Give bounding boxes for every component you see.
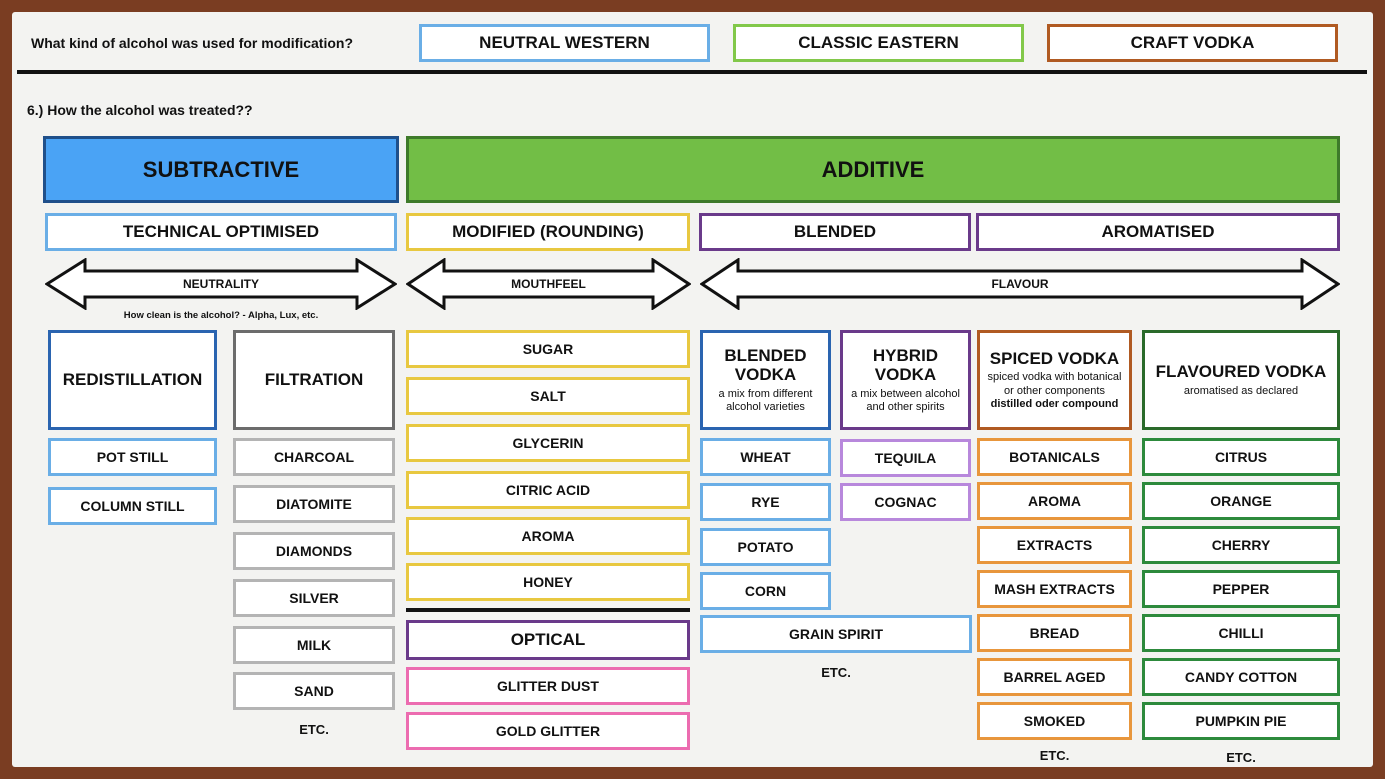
blended-vodka-desc: a mix from different alcohol varieties	[718, 387, 813, 414]
modified-item[interactable]: SUGAR	[406, 330, 690, 368]
modified-item[interactable]: SALT	[406, 377, 690, 415]
modified-item[interactable]: CITRIC ACID	[406, 471, 690, 509]
flavour-label: FLAVOUR	[991, 277, 1049, 291]
flavour-item[interactable]: CHERRY	[1142, 526, 1340, 564]
flavour-arrow	[700, 258, 1340, 310]
question-text: What kind of alcohol was used for modifi…	[31, 35, 354, 51]
redistillation-item[interactable]: POT STILL	[48, 438, 217, 476]
spiced-item[interactable]: EXTRACTS	[977, 526, 1132, 564]
option-neutral-western[interactable]: NEUTRAL WESTERN	[419, 24, 710, 62]
blended-vodka-title: BLENDED VODKA	[724, 345, 807, 385]
option-classic-eastern[interactable]: CLASSIC EASTERN	[733, 24, 1024, 62]
optical-item[interactable]: GLITTER DUST	[406, 667, 690, 705]
flavoured-vodka-title: FLAVOURED VODKA	[1155, 362, 1327, 382]
spiced-item[interactable]: BREAD	[977, 614, 1132, 652]
optical-item[interactable]: GOLD GLITTER	[406, 712, 690, 750]
optical-divider	[406, 608, 690, 612]
flavoured-vodka-desc: aromatised as declared	[1183, 384, 1299, 397]
blended-item[interactable]: RYE	[700, 483, 831, 521]
subtractive-header: SUBTRACTIVE	[43, 136, 399, 203]
header-divider	[17, 70, 1367, 74]
hybrid-vodka-desc: a mix between alcohol and other spirits	[851, 387, 960, 414]
option-craft-vodka[interactable]: CRAFT VODKA	[1047, 24, 1338, 62]
spiced-item[interactable]: BOTANICALS	[977, 438, 1132, 476]
hybrid-vodka-title: HYBRID VODKA	[872, 345, 939, 385]
flavour-item[interactable]: ORANGE	[1142, 482, 1340, 520]
hybrid-vodka-box: HYBRID VODKA a mix between alcohol and o…	[840, 330, 971, 430]
blended-category: BLENDED	[699, 213, 971, 251]
blended-etc: ETC.	[821, 665, 851, 680]
filtration-item[interactable]: DIAMONDS	[233, 532, 395, 570]
hybrid-item[interactable]: COGNAC	[840, 483, 971, 521]
neutrality-arrow	[45, 258, 397, 310]
spiced-item[interactable]: SMOKED	[977, 702, 1132, 740]
optical-box: OPTICAL	[406, 620, 690, 660]
spiced-vodka-desc: spiced vodka with botanical or other com…	[987, 371, 1122, 397]
filtration-item[interactable]: SAND	[233, 672, 395, 710]
flavour-item[interactable]: PEPPER	[1142, 570, 1340, 608]
flavoured-etc: ETC.	[1226, 750, 1256, 765]
flavoured-vodka-box: FLAVOURED VODKA aromatised as declared	[1142, 330, 1340, 430]
mouthfeel-arrow	[406, 258, 691, 310]
blended-item[interactable]: POTATO	[700, 528, 831, 566]
filtration-item[interactable]: SILVER	[233, 579, 395, 617]
blended-vodka-box: BLENDED VODKA a mix from different alcoh…	[700, 330, 831, 430]
modified-rounding: MODIFIED (ROUNDING)	[406, 213, 690, 251]
flavour-item[interactable]: PUMPKIN PIE	[1142, 702, 1340, 740]
additive-header: ADDITIVE	[406, 136, 1340, 203]
spiced-item[interactable]: BARREL AGED	[977, 658, 1132, 696]
cleanliness-note: How clean is the alcohol? - Alpha, Lux, …	[123, 310, 319, 321]
blended-item[interactable]: CORN	[700, 572, 831, 610]
modified-item[interactable]: AROMA	[406, 517, 690, 555]
flavour-item[interactable]: CITRUS	[1142, 438, 1340, 476]
mouthfeel-label: MOUTHFEEL	[511, 277, 586, 291]
spiced-vodka-desc-bold: distilled oder compound	[990, 397, 1119, 410]
spiced-vodka-title: SPICED VODKA	[989, 348, 1120, 368]
filtration-item[interactable]: CHARCOAL	[233, 438, 395, 476]
filtration-etc: ETC.	[299, 722, 329, 737]
redistillation-item[interactable]: COLUMN STILL	[48, 487, 217, 525]
spiced-item[interactable]: AROMA	[977, 482, 1132, 520]
spiced-etc: ETC.	[1039, 748, 1070, 763]
spiced-vodka-box: SPICED VODKA spiced vodka with botanical…	[977, 330, 1132, 430]
technical-optimised: TECHNICAL OPTIMISED	[45, 213, 397, 251]
spiced-item[interactable]: MASH EXTRACTS	[977, 570, 1132, 608]
filtration-item[interactable]: DIATOMITE	[233, 485, 395, 523]
modified-item[interactable]: GLYCERIN	[406, 424, 690, 462]
diagram-card: What kind of alcohol was used for modifi…	[12, 12, 1373, 767]
flavour-item[interactable]: CANDY COTTON	[1142, 658, 1340, 696]
filtration-box: FILTRATION	[233, 330, 395, 430]
flavour-item[interactable]: CHILLI	[1142, 614, 1340, 652]
aromatised-category: AROMATISED	[976, 213, 1340, 251]
blended-item[interactable]: WHEAT	[700, 438, 831, 476]
section-title: 6.) How the alcohol was treated??	[27, 102, 253, 118]
filtration-item[interactable]: MILK	[233, 626, 395, 664]
neutrality-label: NEUTRALITY	[183, 277, 259, 291]
hybrid-item[interactable]: TEQUILA	[840, 439, 971, 477]
grain-spirit[interactable]: GRAIN SPIRIT	[700, 615, 972, 653]
redistillation-box: REDISTILLATION	[48, 330, 217, 430]
modified-item[interactable]: HONEY	[406, 563, 690, 601]
